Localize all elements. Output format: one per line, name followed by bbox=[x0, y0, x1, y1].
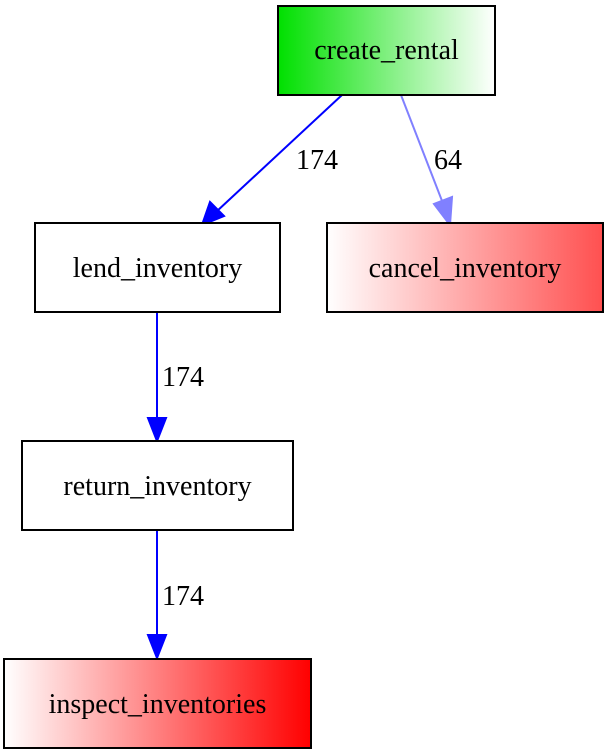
node-cancel-inventory: cancel_inventory bbox=[326, 222, 604, 313]
edge-label-return-to-inspect: 174 bbox=[162, 581, 204, 612]
edge-create-to-cancel bbox=[400, 94, 454, 228]
node-label-create-rental: create_rental bbox=[314, 35, 459, 66]
edge-label-create-to-lend: 174 bbox=[296, 145, 338, 176]
edge-lend-to-return bbox=[146, 312, 168, 444]
edge-return-to-inspect bbox=[146, 529, 168, 661]
node-label-cancel-inventory: cancel_inventory bbox=[369, 253, 562, 284]
arrowhead-icon bbox=[432, 195, 454, 228]
edge-create-to-lend bbox=[200, 94, 343, 227]
node-inspect-inventories: inspect_inventories bbox=[3, 658, 312, 749]
node-lend-inventory: lend_inventory bbox=[34, 222, 281, 313]
edge-label-lend-to-return: 174 bbox=[162, 362, 204, 393]
node-label-lend-inventory: lend_inventory bbox=[73, 253, 243, 284]
node-return-inventory: return_inventory bbox=[21, 440, 294, 531]
arrowhead-icon bbox=[146, 417, 168, 444]
edge-label-create-to-cancel: 64 bbox=[434, 145, 462, 176]
node-label-return-inventory: return_inventory bbox=[63, 471, 251, 502]
arrowhead-icon bbox=[146, 634, 168, 661]
node-label-inspect-inventories: inspect_inventories bbox=[49, 689, 267, 720]
node-create-rental: create_rental bbox=[277, 5, 496, 96]
arrowhead-icon bbox=[200, 200, 226, 227]
